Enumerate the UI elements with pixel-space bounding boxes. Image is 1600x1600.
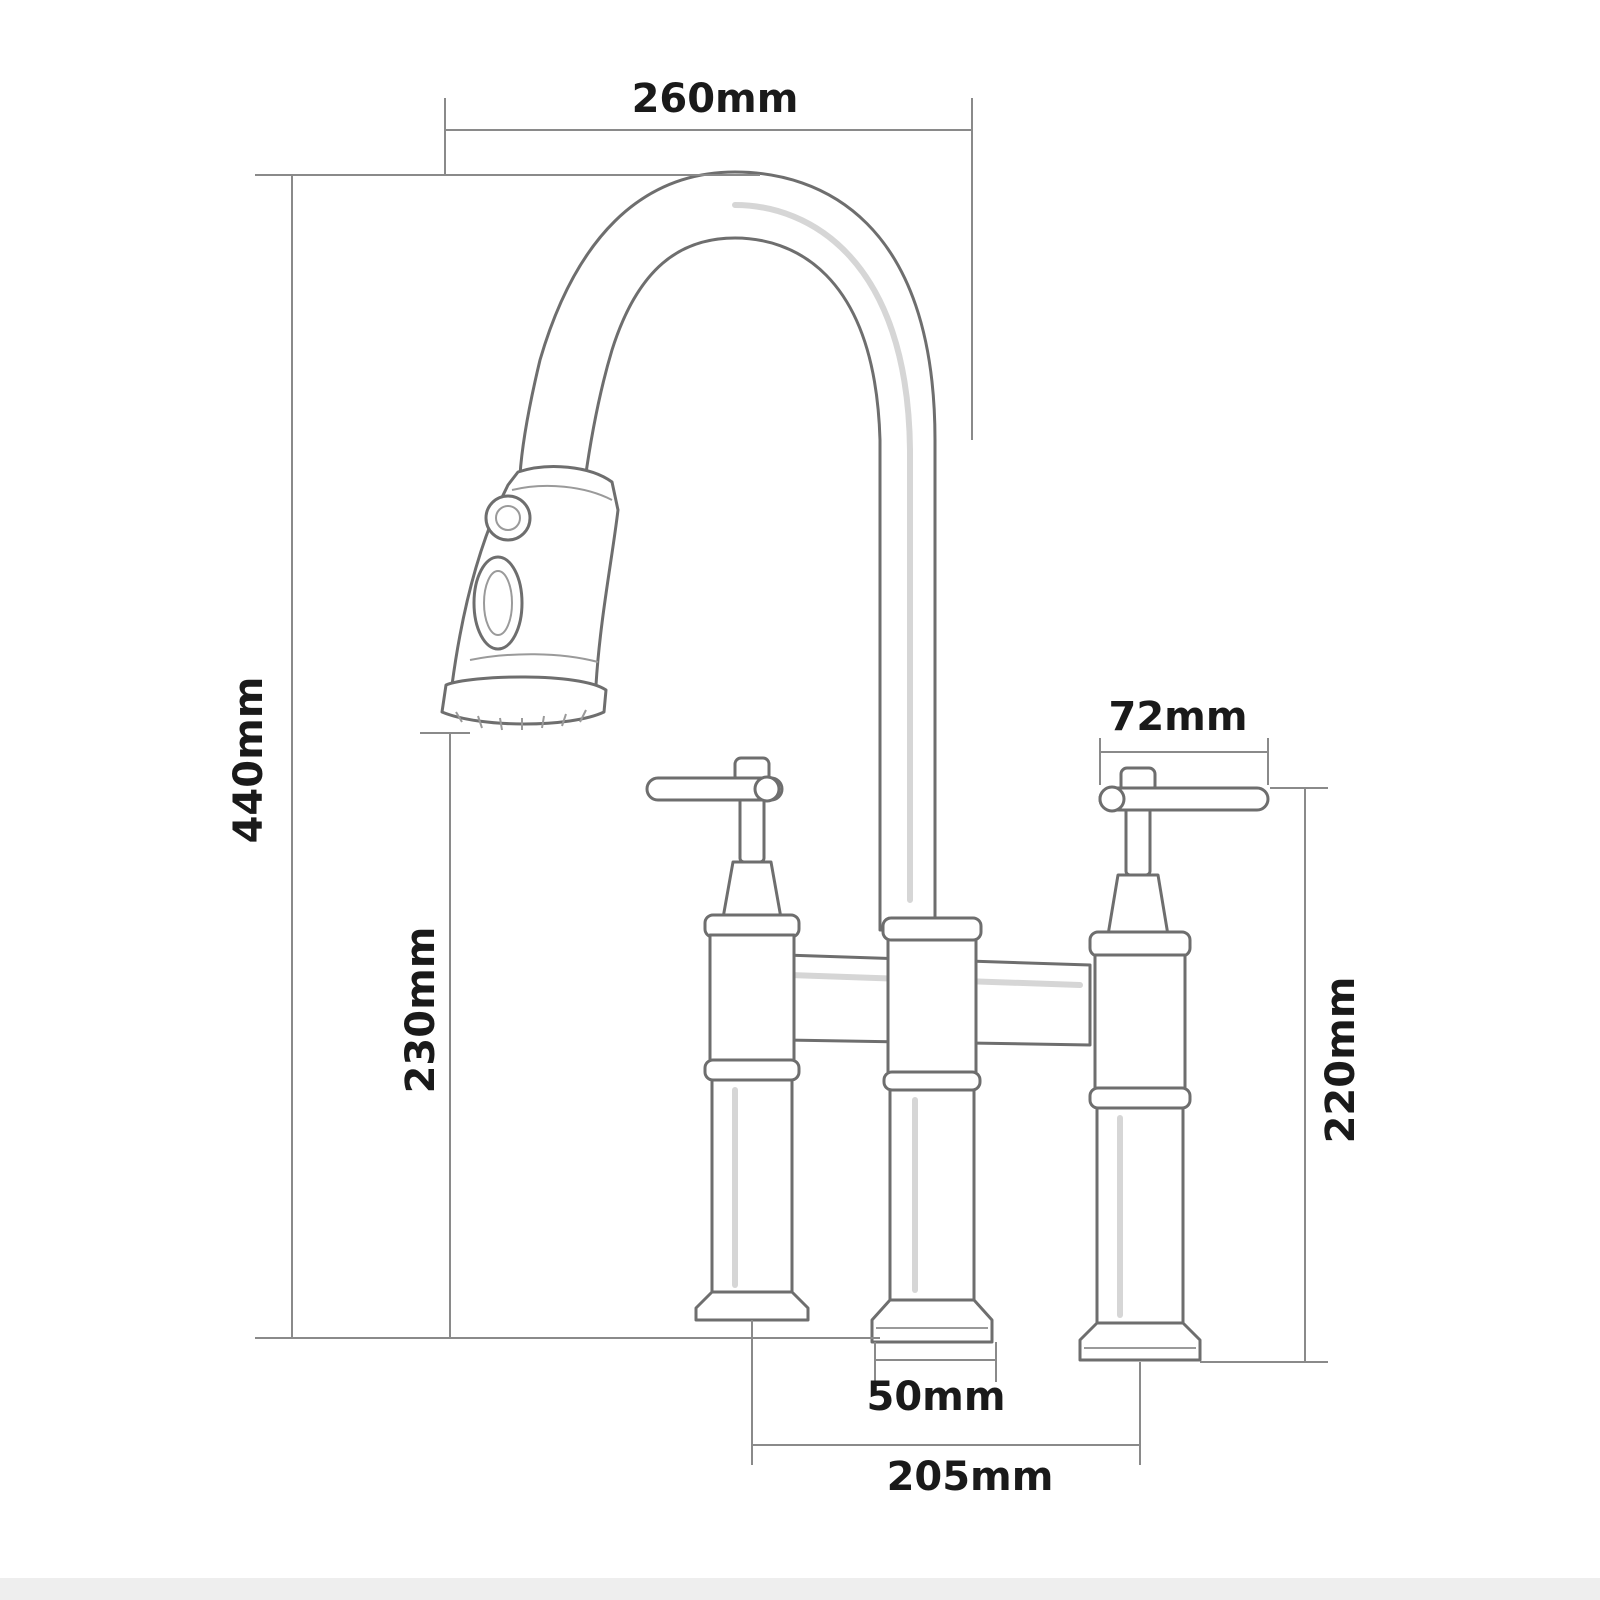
dimension-labels: 260mm 440mm 230mm 72mm 220mm 50mm 205mm xyxy=(226,76,1364,1500)
dim-base-diameter xyxy=(874,1342,997,1382)
dim-spout-reach xyxy=(444,98,973,440)
sprayer-paddle xyxy=(472,555,524,651)
dim-handle-length xyxy=(1099,738,1269,785)
label-base-diameter: 50mm xyxy=(866,1374,1005,1420)
dim-handle-height xyxy=(1200,787,1328,1363)
label-spout-height: 230mm xyxy=(398,927,444,1094)
label-center-spread: 205mm xyxy=(887,1454,1054,1500)
label-total-height: 440mm xyxy=(226,677,272,844)
label-handle-length: 72mm xyxy=(1108,694,1247,740)
label-spout-reach: 260mm xyxy=(632,76,799,122)
sprayer-toggle-button xyxy=(484,494,532,542)
bottom-border-band xyxy=(0,1578,1600,1600)
left-lever xyxy=(645,776,784,802)
center-spout-column xyxy=(870,916,994,1344)
sprayer-head xyxy=(440,465,620,731)
left-handle-column xyxy=(645,756,810,1322)
right-handle-column xyxy=(1078,766,1270,1362)
faucet-drawing xyxy=(440,170,1270,1362)
label-handle-height: 220mm xyxy=(1318,977,1364,1144)
dim-center-spread xyxy=(751,1320,1141,1465)
dim-total-height xyxy=(255,174,880,1339)
gooseneck-spout xyxy=(518,170,937,932)
dim-spout-height xyxy=(420,732,470,1338)
dimension-lines xyxy=(255,98,1328,1465)
